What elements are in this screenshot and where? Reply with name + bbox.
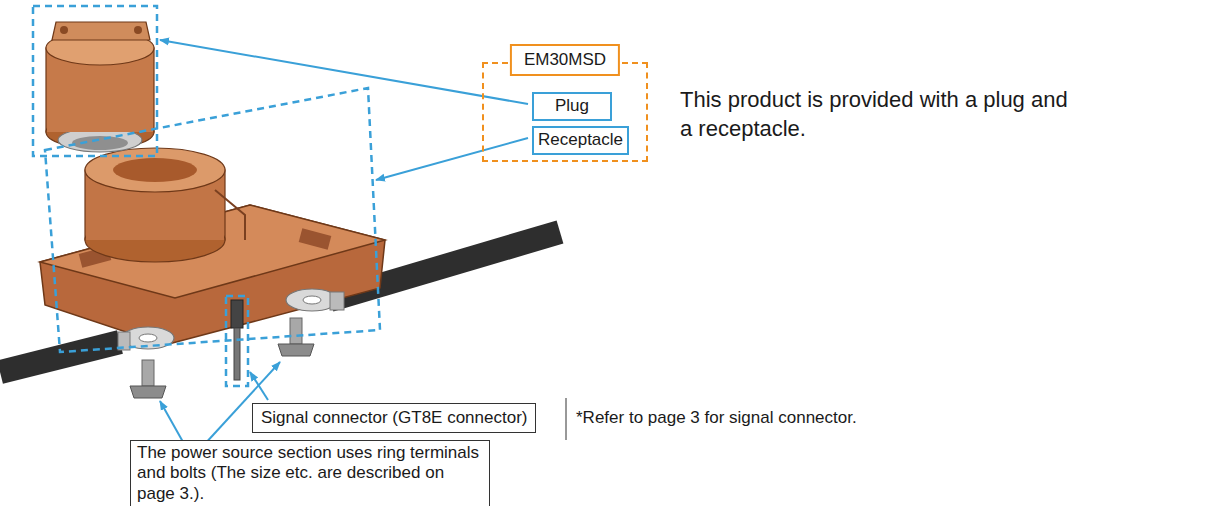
description-text: This product is provided with a plug and… — [680, 86, 1080, 143]
label-text: Plug — [538, 96, 606, 116]
note-text: *Refer to page 3 for signal connector. — [576, 407, 857, 429]
callout-box: Signal connector (GT8E connector) — [252, 403, 536, 433]
part-box: Receptacle — [532, 126, 629, 155]
label-text: Receptacle — [538, 130, 623, 150]
product-group: EM30MSDPlugReceptacle — [482, 62, 648, 162]
label-text: The power source section uses ring termi… — [137, 443, 483, 504]
product-name: EM30MSD — [510, 44, 620, 76]
label-text: Signal connector (GT8E connector) — [261, 408, 527, 428]
callout-box: The power source section uses ring termi… — [130, 440, 490, 506]
part-box: Plug — [532, 92, 612, 121]
